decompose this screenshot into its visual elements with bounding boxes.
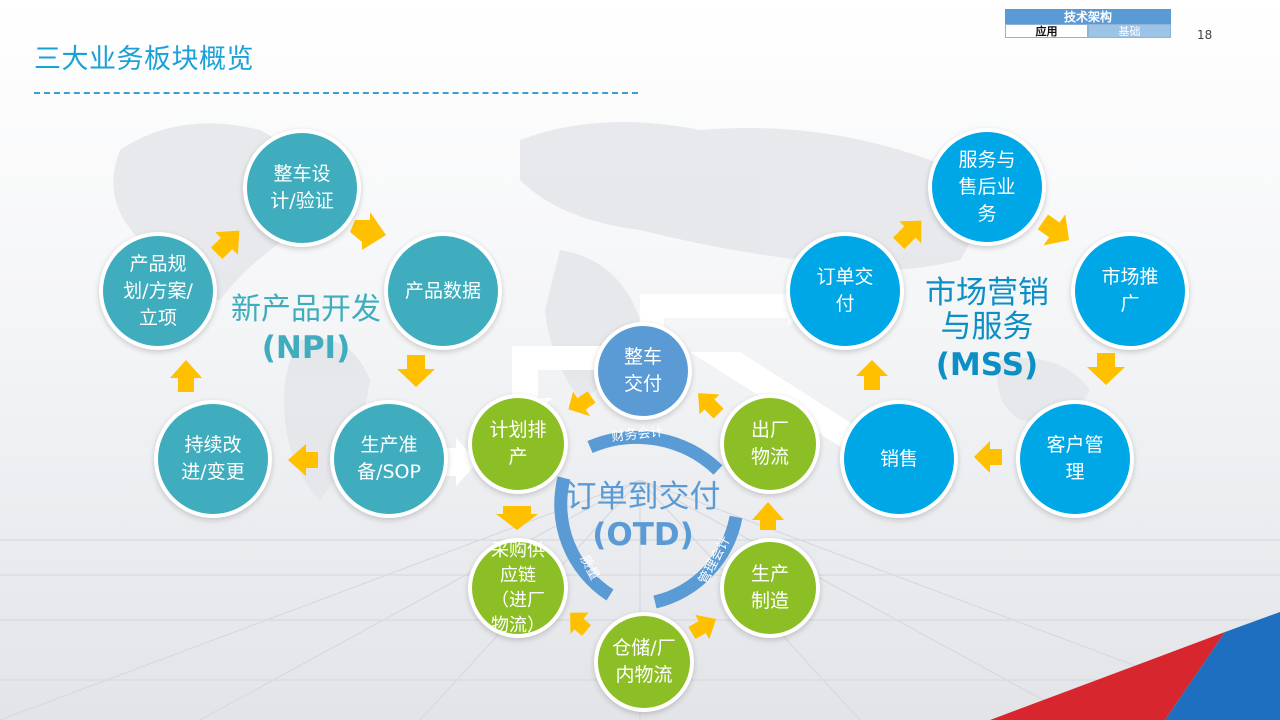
mss-node-aftersales: 服务与售后业务 bbox=[928, 128, 1046, 246]
otd-node-schedule: 计划排产 bbox=[468, 394, 568, 494]
otd-node-schedule-label: 计划排产 bbox=[489, 419, 547, 468]
npi-node-improve: 持续改进/变更 bbox=[154, 400, 272, 518]
mss-label-abbr: (MSS) bbox=[935, 347, 1039, 383]
otd-ring bbox=[554, 430, 743, 609]
mss-label-text: 市场营销与服务 bbox=[925, 275, 1049, 345]
npi-label-abbr: (NPI) bbox=[261, 330, 351, 366]
npi-node-plan: 产品规划/方案/立项 bbox=[99, 232, 217, 350]
otd-node-warehouse: 仓储/厂内物流 bbox=[594, 612, 694, 712]
otd-node-vehicle: 整车交付 bbox=[594, 322, 692, 420]
npi-node-plan-label: 产品规划/方案/立项 bbox=[123, 252, 193, 329]
mss-center-label: 市场营销与服务 (MSS) bbox=[912, 276, 1062, 382]
mss-node-order-label: 订单交付 bbox=[816, 266, 874, 315]
mss-node-aftersales-label: 服务与售后业务 bbox=[958, 148, 1016, 225]
npi-node-data: 产品数据 bbox=[384, 232, 502, 350]
mss-node-promotion-label: 市场推广 bbox=[1101, 266, 1159, 315]
corner-accent-blue bbox=[1165, 612, 1280, 720]
otd-label-abbr: (OTD) bbox=[592, 517, 694, 553]
mss-node-sales: 销售 bbox=[840, 400, 958, 518]
otd-label-text: 订单到交付 bbox=[565, 479, 721, 515]
otd-node-supply: 采购供应链（进厂物流） bbox=[468, 538, 568, 638]
npi-node-sop-label: 生产准备/SOP bbox=[357, 434, 421, 483]
tab-header: 技术架构 bbox=[1005, 9, 1171, 24]
ring-label-finance: 财务会计 bbox=[611, 424, 664, 445]
tab-base[interactable]: 基础 bbox=[1088, 24, 1171, 38]
mss-node-sales-label: 销售 bbox=[879, 447, 918, 470]
otd-node-warehouse-label: 仓储/厂内物流 bbox=[612, 637, 676, 686]
otd-node-outbound: 出厂物流 bbox=[720, 394, 820, 494]
otd-node-outbound-label: 出厂物流 bbox=[750, 419, 789, 468]
npi-node-data-label: 产品数据 bbox=[404, 279, 481, 302]
npi-node-design: 整车设计/验证 bbox=[243, 129, 361, 247]
mss-node-customer: 客户管理 bbox=[1016, 400, 1134, 518]
tab-app[interactable]: 应用 bbox=[1005, 24, 1088, 38]
title-divider bbox=[34, 92, 638, 94]
mss-node-customer-label: 客户管理 bbox=[1046, 434, 1104, 483]
page-number: 18 bbox=[1197, 28, 1213, 42]
otd-node-production: 生产制造 bbox=[720, 538, 820, 638]
otd-node-vehicle-label: 整车交付 bbox=[623, 346, 662, 395]
otd-center-label: 订单到交付 (OTD) bbox=[553, 480, 733, 552]
npi-node-sop: 生产准备/SOP bbox=[330, 400, 448, 518]
architecture-tab: 技术架构 应用 基础 bbox=[1005, 9, 1171, 38]
mss-node-promotion: 市场推广 bbox=[1071, 232, 1189, 350]
yellow-arrows bbox=[170, 212, 1125, 640]
slide-title: 三大业务板块概览 bbox=[34, 44, 254, 75]
otd-node-production-label: 生产制造 bbox=[750, 563, 789, 612]
npi-node-improve-label: 持续改进/变更 bbox=[181, 434, 245, 483]
otd-node-supply-label: 采购供应链（进厂物流） bbox=[491, 540, 545, 636]
corner-accent-red bbox=[990, 632, 1225, 720]
npi-label-text: 新产品开发 bbox=[231, 292, 381, 327]
npi-node-design-label: 整车设计/验证 bbox=[270, 163, 334, 212]
npi-center-label: 新产品开发 (NPI) bbox=[220, 292, 392, 366]
mss-node-order: 订单交付 bbox=[786, 232, 904, 350]
